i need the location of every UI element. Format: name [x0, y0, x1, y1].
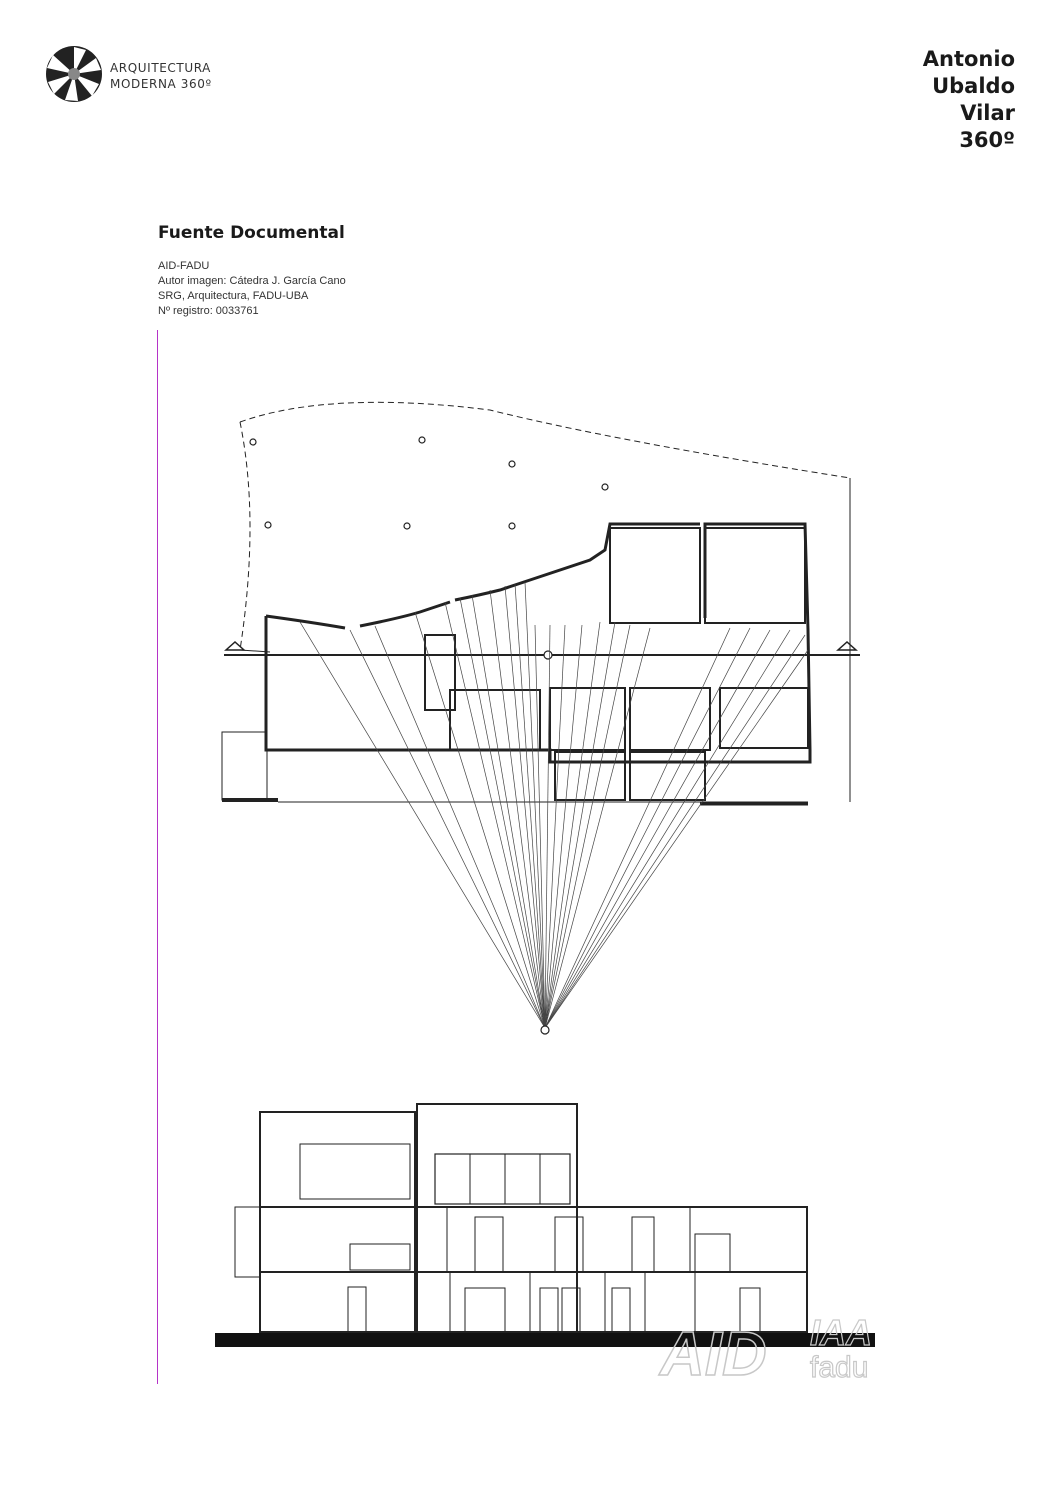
accent-divider — [157, 330, 158, 1384]
source-institution: SRG, Arquitectura, FADU-UBA — [158, 290, 309, 302]
brand-line-2: MODERNA 360º — [110, 77, 212, 91]
observer-point — [540, 1025, 550, 1035]
source-registry: Nº registro: 0033761 — [158, 305, 259, 317]
source-metadata: AID-FADU Autor imagen: Cátedra J. García… — [158, 259, 346, 319]
source-author: Autor imagen: Cátedra J. García Cano — [158, 275, 346, 287]
brand-logo: ARQUITECTURA MODERNA 360º — [44, 44, 244, 108]
watermark-logo: AID IAA fadu — [657, 1311, 872, 1389]
architectural-drawing — [215, 401, 875, 1347]
page-title: Antonio Ubaldo Vilar 360º — [923, 46, 1015, 154]
watermark-text-iaa: IAA — [810, 1312, 872, 1353]
aperture-logo-icon — [46, 46, 102, 102]
title-line-4: 360º — [959, 128, 1015, 152]
floor-plan — [221, 401, 860, 806]
title-line-1: Antonio — [922, 47, 1015, 71]
brand-line-1: ARQUITECTURA — [110, 61, 211, 75]
title-line-3: Vilar — [960, 101, 1015, 125]
section-heading: Fuente Documental — [158, 223, 345, 243]
source-archive: AID-FADU — [158, 260, 210, 272]
sightlines — [299, 581, 809, 1029]
watermark-text-fadu: fadu — [810, 1351, 868, 1384]
brand-name: ARQUITECTURA MODERNA 360º — [110, 60, 212, 92]
watermark-text-aid: AID — [658, 1320, 767, 1389]
building-section — [215, 1103, 875, 1347]
title-line-2: Ubaldo — [932, 74, 1015, 98]
aid-iaa-fadu-watermark: AID IAA fadu — [655, 1305, 905, 1395]
